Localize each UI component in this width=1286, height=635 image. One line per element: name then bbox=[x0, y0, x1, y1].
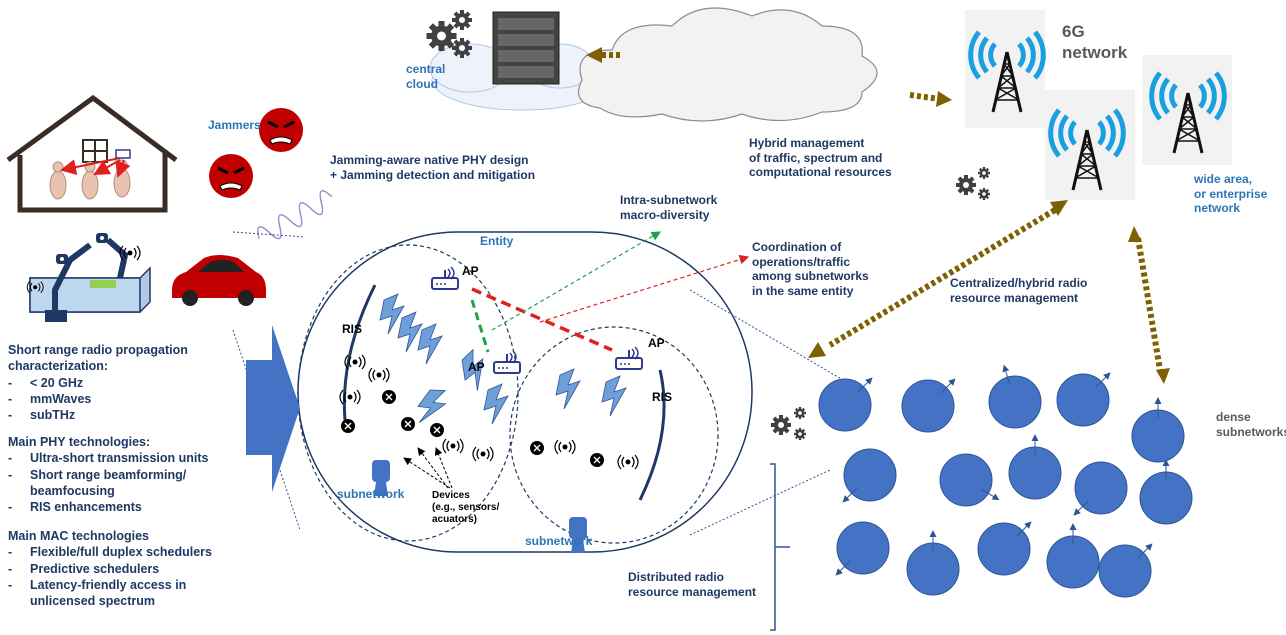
subnetwork-antenna-arrow bbox=[1137, 543, 1153, 559]
subnetwork-antenna-arrow bbox=[842, 487, 858, 503]
big-blue-arrow bbox=[246, 325, 300, 492]
jamming-design-label: Jamming-aware native PHY design + Jammin… bbox=[330, 153, 536, 182]
list-item: Predictive schedulers bbox=[8, 561, 212, 578]
dotted-link bbox=[232, 231, 306, 238]
arrowhead bbox=[1156, 368, 1170, 384]
subnetwork-circle bbox=[988, 375, 1042, 429]
ris-label: RIS bbox=[652, 390, 673, 404]
list-item: Flexible/full duplex schedulers bbox=[8, 544, 212, 561]
actuator-icon bbox=[569, 517, 587, 553]
list-item: mmWaves bbox=[8, 391, 188, 408]
gear-icon bbox=[771, 415, 791, 435]
entity-boundary bbox=[297, 231, 753, 553]
macro-diversity-arrow bbox=[491, 231, 662, 331]
dotted-link bbox=[689, 469, 831, 536]
list-item: subTHz bbox=[8, 407, 188, 424]
phy-section: Main PHY technologies: Ultra-short trans… bbox=[8, 434, 209, 516]
subnetwork-circle bbox=[939, 453, 993, 507]
subnetwork-2-boundary bbox=[509, 326, 719, 544]
ap-coordination-link bbox=[471, 287, 613, 352]
arrowhead bbox=[808, 342, 826, 358]
subnetwork-antenna-arrow bbox=[940, 378, 956, 394]
subnetwork-label: subnetwork bbox=[337, 487, 405, 501]
devices-pointer bbox=[434, 447, 453, 489]
dotted-link bbox=[689, 289, 861, 391]
gear-icon bbox=[978, 167, 990, 179]
phy-heading: Main PHY technologies: bbox=[8, 435, 151, 449]
dense-subnetworks-arrow bbox=[1135, 237, 1163, 371]
arrowhead bbox=[1050, 200, 1068, 216]
subnetwork-antenna-arrow bbox=[981, 488, 1000, 501]
factory-robot-illustration bbox=[26, 233, 151, 322]
distributed-rrm-label: Distributed radio resource management bbox=[628, 570, 757, 599]
ap-label: AP bbox=[648, 336, 665, 350]
coordination-label: Coordination of operations/traffic among… bbox=[752, 240, 869, 298]
arrowhead bbox=[586, 47, 602, 63]
wide-area-label: wide area, or enterprise network bbox=[1194, 172, 1268, 216]
jammer-face-2 bbox=[209, 154, 253, 198]
ap-label: AP bbox=[462, 264, 479, 278]
ap-macro-diversity-link bbox=[470, 299, 490, 353]
ris-label: RIS bbox=[342, 322, 363, 336]
list-item: Latency-friendly access in unlicensed sp… bbox=[8, 577, 212, 610]
propagation-heading: Short range radio propagation characteri… bbox=[8, 343, 188, 374]
centralized-rrm-label: Centralized/hybrid radio resource manage… bbox=[950, 276, 1088, 305]
centralized-rrm-arrow bbox=[828, 207, 1057, 348]
gear-icon bbox=[452, 38, 472, 58]
subnetwork-antenna-arrow bbox=[1073, 500, 1089, 516]
car-illustration bbox=[172, 255, 266, 306]
subnetwork-antenna-arrow bbox=[1002, 364, 1011, 385]
coordination-arrow bbox=[539, 254, 750, 323]
entity-label: Entity bbox=[480, 234, 514, 248]
distributed-bracket bbox=[770, 463, 790, 631]
subnetwork-antenna-arrow bbox=[857, 377, 873, 393]
subnetwork-antenna-arrow bbox=[835, 560, 851, 576]
dense-subnetwork-circles bbox=[818, 364, 1193, 598]
6g-network-label: 6G network bbox=[1062, 22, 1128, 62]
central-cloud-illustration bbox=[429, 11, 613, 111]
gear-icon bbox=[978, 188, 990, 200]
dense-subnetworks-label: dense subnetworks bbox=[1216, 410, 1286, 439]
hybrid-cloud bbox=[578, 7, 878, 122]
mac-section: Main MAC technologies Flexible/full dupl… bbox=[8, 528, 212, 609]
subnetwork-antenna-arrow bbox=[1095, 372, 1111, 388]
cloud-to-6g-arrow bbox=[909, 92, 941, 102]
subnetwork-1-boundary bbox=[297, 244, 519, 542]
tower-panel bbox=[965, 10, 1045, 128]
house-illustration bbox=[6, 94, 178, 213]
list-item: Ultra-short transmission units bbox=[8, 450, 209, 467]
ap-label: AP bbox=[468, 360, 485, 374]
gear-icon bbox=[956, 175, 976, 195]
gear-icon bbox=[794, 407, 806, 419]
propagation-section: Short range radio propagation characteri… bbox=[8, 342, 188, 424]
gear-icon bbox=[452, 10, 472, 30]
subnetwork-label: subnetwork bbox=[525, 534, 593, 548]
arrowhead bbox=[936, 91, 952, 107]
ris-surface bbox=[638, 369, 666, 501]
arrowhead bbox=[1128, 226, 1142, 242]
intra-subnetwork-label: Intra-subnetwork macro-diversity bbox=[620, 193, 718, 222]
list-item: < 20 GHz bbox=[8, 375, 188, 392]
devices-label: Devices (e.g., sensors/ acuators) bbox=[432, 490, 500, 526]
jammer-face-1 bbox=[259, 108, 303, 152]
devices-pointer bbox=[403, 457, 451, 489]
jamming-signal-wave bbox=[257, 190, 333, 240]
ris-surface bbox=[342, 284, 377, 421]
central-cloud-label: central cloud bbox=[406, 62, 446, 91]
list-item: RIS enhancements bbox=[8, 499, 209, 516]
jammers-label: Jammers bbox=[208, 118, 261, 132]
mac-heading: Main MAC technologies bbox=[8, 529, 149, 543]
list-item: Short range beamforming/ beamfocusing bbox=[8, 467, 209, 500]
hybrid-management-label: Hybrid management of traffic, spectrum a… bbox=[749, 136, 892, 180]
subnetwork-antenna-arrow bbox=[1016, 521, 1032, 537]
actuator-icon bbox=[372, 460, 390, 496]
devices-pointer bbox=[417, 447, 449, 489]
gear-icon bbox=[794, 428, 806, 440]
